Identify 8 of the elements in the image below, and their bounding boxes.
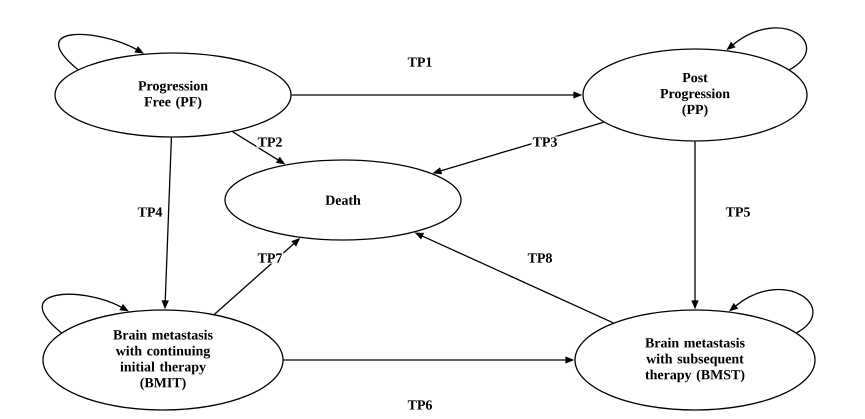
edge-label: TP6: [406, 399, 434, 411]
edge-label: TP5: [724, 206, 752, 218]
edge-label: TP2: [256, 136, 284, 148]
edge-label: TP8: [526, 252, 554, 264]
edge-label: TP1: [406, 56, 434, 68]
edge-label: TP7: [256, 252, 284, 264]
edge-label: TP4: [136, 206, 164, 218]
edge-label: TP3: [532, 136, 558, 148]
